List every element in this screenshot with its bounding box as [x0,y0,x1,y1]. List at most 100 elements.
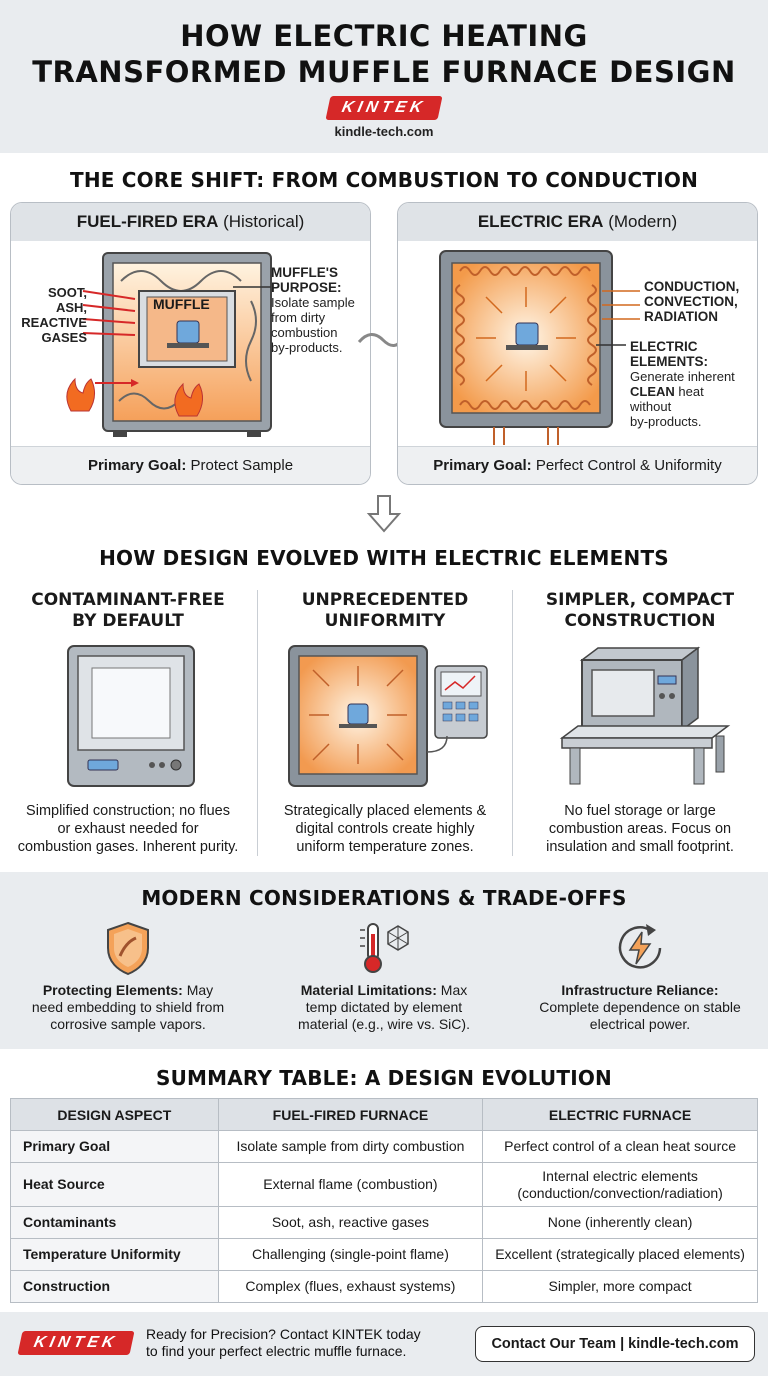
row-aspect: Construction [10,1270,219,1303]
input-ash: ASH, [55,300,87,315]
footer-cta-text: Ready for Precision? Contact KINTEK toda… [146,1326,421,1360]
power-cycle-icon [618,924,662,969]
fuel-era-panel: FUEL-FIRED ERA (Historical) SOOT, ASH, R… [10,202,371,485]
footer-kintek-logo[interactable]: KINTEK [17,1331,135,1355]
desc-line-1: Strategically placed elements & [283,803,487,819]
kintek-logo[interactable]: KINTEK [325,96,443,120]
table-row: Primary Goal Isolate sample from dirty c… [10,1130,758,1163]
consideration-line-3: electrical power. [589,1016,691,1032]
elements-title-2: ELEMENTS: [630,354,709,369]
title-line-1: HOW ELECTRIC HEATING [180,19,588,53]
electric-elements-note: ELECTRIC ELEMENTS: Generate inherent CLE… [630,339,757,429]
row-aspect: Heat Source [10,1162,219,1207]
row-aspect: Primary Goal [10,1130,219,1163]
consideration-bold: Material Limitations: [300,982,437,998]
electric-value-line-2: (conduction/convection/radiation) [517,1184,723,1201]
title-line-2: TRANSFORMED MUFFLE FURNACE DESIGN [32,55,736,89]
row-fuel-value: Complex (flues, exhaust systems) [217,1270,484,1303]
input-reactive: REACTIVE [21,315,87,330]
elements-title-1: ELECTRIC [630,339,698,354]
row-electric-value: Perfect control of a clean heat source [482,1130,758,1163]
electric-furnace-illustration [439,250,640,445]
desc-line-2: digital controls create highly [295,821,475,837]
header: HOW ELECTRIC HEATING TRANSFORMED MUFFLE … [0,0,768,153]
purpose-line-4: by-products. [271,340,343,355]
page-title: HOW ELECTRIC HEATING TRANSFORMED MUFFLE … [0,0,768,90]
fuel-goal-rest: Protect Sample [186,457,294,474]
header-fuel-fired: FUEL-FIRED FURNACE [217,1098,484,1131]
consideration-line-1: Material Limitations: Max [256,982,512,999]
fuel-era-heading-bold: FUEL-FIRED ERA [76,212,219,231]
elements-line-1: Generate inherent [630,369,735,384]
row-aspect: Temperature Uniformity [10,1238,219,1271]
consideration-line-2: temp dictated by element [305,999,463,1015]
header-electric: ELECTRIC FURNACE [482,1098,758,1131]
row-fuel-value: Isolate sample from dirty combustion [217,1130,484,1163]
thermometer-icon [360,923,409,973]
column-divider [257,590,258,856]
considerations-title: MODERN CONSIDERATIONS & TRADE-OFFS [141,886,627,910]
consideration-line-3: corrosive sample vapors. [50,1016,206,1032]
table-row: Heat Source External flame (combustion) … [10,1162,758,1207]
mode-radiation: RADIATION [644,309,718,324]
consideration-line-2: need embedding to shield from [31,999,225,1015]
muffle-purpose-title: MUFFLE'S PURPOSE: [271,265,342,295]
down-arrow-icon [366,495,402,533]
consideration-line-2: Complete dependence on stable [539,999,741,1015]
mode-convection: CONVECTION, [644,294,738,309]
consideration-bold: Infrastructure Reliance: [561,982,719,998]
fuel-era-heading: FUEL-FIRED ERA (Historical) [11,203,370,241]
desc-line-3: insulation and small footprint. [546,839,734,855]
purpose-line-1: Isolate sample [271,295,355,310]
purpose-line-2: from dirty [271,310,326,325]
consideration-line-1: Protecting Elements: May [0,982,256,999]
desc-line-3: uniform temperature zones. [296,839,474,855]
fuel-era-goal: Primary Goal: Protect Sample [11,446,370,484]
contact-team-button[interactable]: Contact Our Team | kindle-tech.com [475,1326,755,1362]
consideration-infrastructure: Infrastructure Reliance: Complete depend… [512,920,768,1033]
uniform-furnace-icon [288,645,488,787]
elements-line-3: without [630,399,672,414]
purpose-line-3: combustion [271,325,338,340]
column-title-line-2: UNIFORMITY [324,611,446,631]
column-title-line-1: UNPRECEDENTED [301,590,469,610]
row-aspect: Contaminants [10,1206,219,1239]
desc-line-2: combustion areas. Focus on [548,821,732,837]
muffle-purpose-note: MUFFLE'S PURPOSE: Isolate sample from di… [271,265,370,355]
consideration-bold: Protecting Elements: [42,982,183,998]
fuel-inputs-label: SOOT, ASH, REACTIVE GASES [17,285,87,345]
header-design-aspect: DESIGN ASPECT [10,1098,219,1131]
electric-era-heading-bold: ELECTRIC ERA [477,212,604,231]
consideration-material-limitations: Material Limitations: Max temp dictated … [256,920,512,1033]
footer-cta-line-2: to find your perfect electric muffle fur… [146,1343,407,1359]
heat-modes-label: CONDUCTION, CONVECTION, RADIATION [644,279,756,324]
column-title-line-1: CONTAMINANT-FREE [31,590,225,610]
site-link[interactable]: kindle-tech.com [334,124,434,139]
compact-furnace-icon [559,646,731,785]
row-fuel-value: External flame (combustion) [217,1162,484,1207]
row-electric-value: Internal electric elements(conduction/co… [482,1162,758,1207]
clean-furnace-icon [67,645,195,787]
muffle-label: MUFFLE [153,296,210,312]
elements-line-2: CLEAN heat [630,384,757,399]
desc-line-1: Simplified construction; no flues [26,803,230,819]
column-divider [512,590,513,856]
input-gases: GASES [41,330,87,345]
column-description: Strategically placed elements & digital c… [257,802,513,856]
consideration-line-3: material (e.g., wire vs. SiC). [298,1016,470,1032]
consideration-protecting-elements: Protecting Elements: May need embedding … [0,920,256,1033]
electric-era-panel: ELECTRIC ERA (Modern) CONDUCTION, [397,202,758,485]
elements-heat-word: heat [674,384,704,399]
column-title-line-1: SIMPLER, COMPACT [545,590,735,610]
evolution-title: HOW DESIGN EVOLVED WITH ELECTRIC ELEMENT… [99,546,669,570]
table-row: Construction Complex (flues, exhaust sys… [10,1270,758,1303]
consideration-rest: Max [436,982,468,998]
consideration-rest: May [182,982,214,998]
mode-conduction: CONDUCTION, [644,279,740,294]
table-row: Temperature Uniformity Challenging (sing… [10,1238,758,1271]
electric-value-line-1: Internal electric elements [542,1167,698,1184]
